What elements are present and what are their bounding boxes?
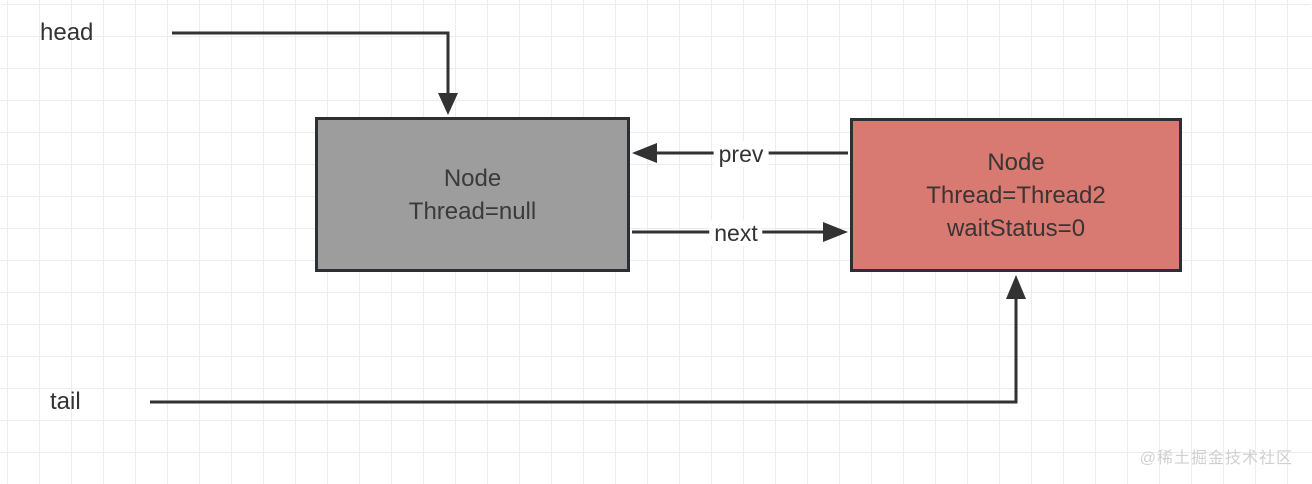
next-edge-label: next bbox=[709, 220, 763, 246]
tail-node-title: Node bbox=[987, 148, 1045, 176]
tail-node-waitstatus-value: waitStatus=0 bbox=[946, 214, 1086, 242]
juejin-watermark: @稀土掘金技术社区 bbox=[1139, 450, 1293, 467]
head-node-thread-value: Thread=null bbox=[408, 197, 537, 225]
prev-edge-label: prev bbox=[713, 141, 769, 167]
head-node-title: Node bbox=[443, 164, 502, 192]
head-pointer-arrow bbox=[172, 31, 458, 115]
tail-pointer-label: tail bbox=[50, 388, 81, 415]
head-node-box: Node Thread=null bbox=[315, 117, 630, 272]
tail-pointer-arrow bbox=[150, 275, 1026, 404]
head-pointer-label: head bbox=[40, 19, 94, 46]
tail-node-box: Node Thread=Thread2 waitStatus=0 bbox=[850, 118, 1182, 272]
tail-node-thread-value: Thread=Thread2 bbox=[926, 181, 1106, 209]
